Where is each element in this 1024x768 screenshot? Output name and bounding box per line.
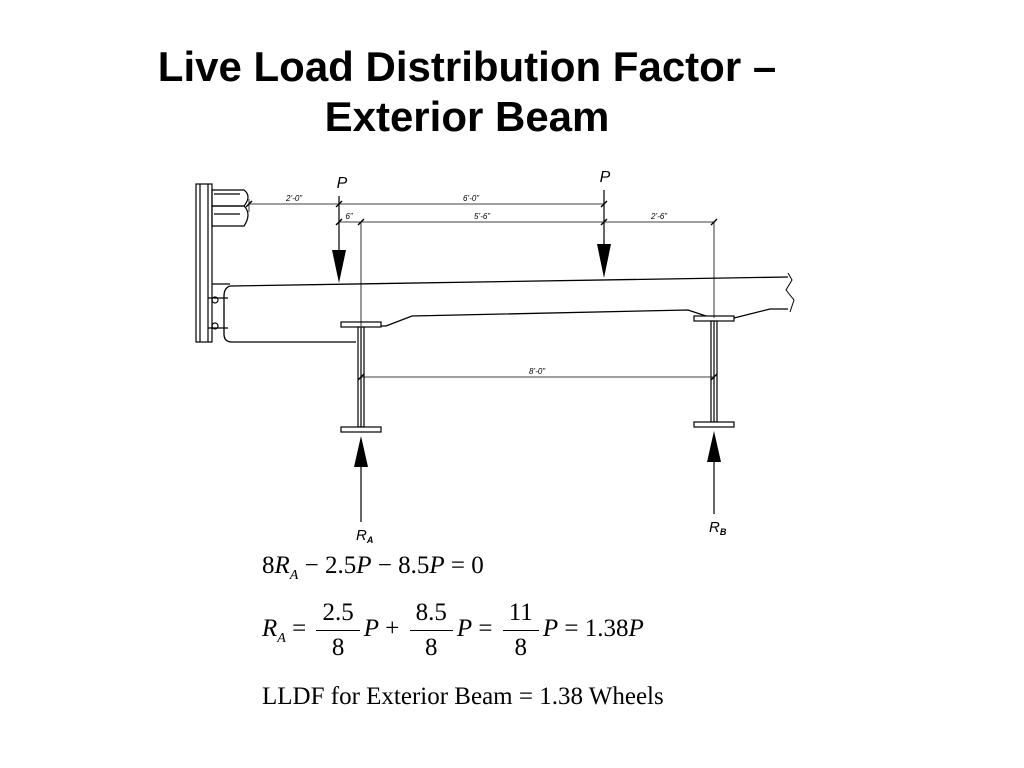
- dimension-ticks: [245, 200, 718, 381]
- dim-5ft6: 5’-6”: [474, 212, 490, 221]
- load-label-1: P: [337, 175, 348, 192]
- dim-6ft: 6’-0”: [463, 194, 479, 203]
- load-label-2: P: [600, 169, 611, 186]
- reaction-b-label: RB: [709, 519, 727, 537]
- dimension-lines: [248, 199, 715, 382]
- girder-b: [693, 315, 735, 428]
- equation-moment: 8RA − 2.5P − 8.5P = 0: [262, 552, 484, 583]
- slide-title: Live Load Distribution Factor – Exterior…: [0, 42, 934, 142]
- barrier-railing: [195, 183, 249, 343]
- title-line-2: Exterior Beam: [324, 93, 610, 140]
- title-line-1: Live Load Distribution Factor –: [157, 43, 777, 90]
- wheel-load-2: [597, 190, 611, 278]
- dim-8ft: 8’-0”: [529, 367, 545, 376]
- load-arrow-head-1: [332, 250, 346, 283]
- wheel-load-1: [332, 196, 346, 283]
- dim-2ft6: 2’-6”: [650, 212, 667, 221]
- dim-6in: 6”: [345, 212, 352, 221]
- reaction-a-arrow: [354, 436, 368, 522]
- load-arrow-head-2: [597, 244, 611, 278]
- reaction-a-label: RA: [356, 527, 373, 545]
- reaction-b-arrow: [707, 431, 721, 514]
- deck-slab: [223, 272, 795, 343]
- dim-2ft: 2’-0”: [285, 194, 302, 203]
- equation-lldf: LLDF for Exterior Beam = 1.38 Wheels: [262, 683, 664, 710]
